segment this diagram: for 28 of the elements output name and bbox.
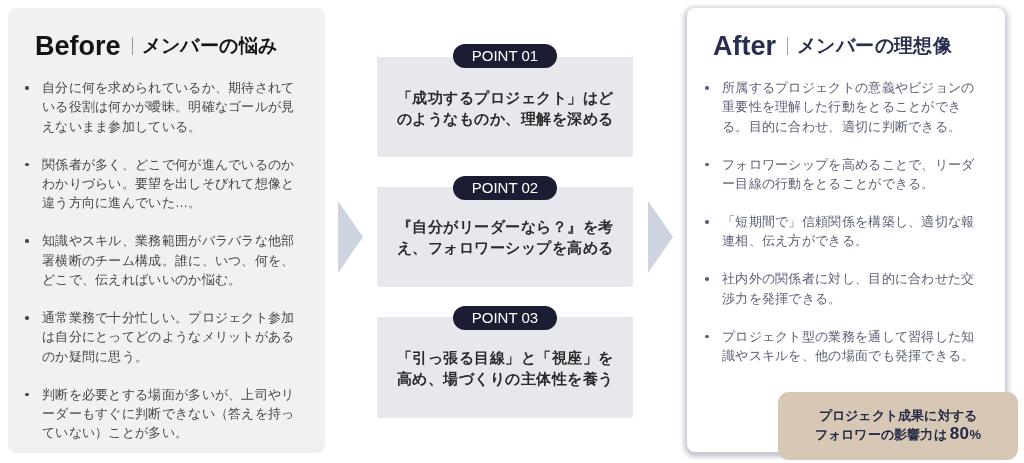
card-panel xyxy=(687,8,1005,452)
point-card xyxy=(377,306,633,418)
bullet-text: 社内外の関係者に対し、目的に合わせた交渉力を発揮できる。 xyxy=(722,270,976,308)
point-card xyxy=(377,176,633,287)
panel-title: After xyxy=(713,30,776,62)
point-text: 『自分がリーダーなら？』を考え、フォロワーシップを高める xyxy=(395,217,615,258)
bullet-text: 判断を必要とする場面が多いが、上司やリーダーもすぐに判断できない（答えを持っていない）ことが多い。 xyxy=(42,385,296,443)
chevron-arrow xyxy=(338,201,363,273)
bullet-text: 「短期間で」信頼関係を構築し、適切な報連相、伝え方ができる。 xyxy=(722,213,976,251)
point-text: 「引っ張る目線」と「視座」を高め、場づくりの主体性を養う xyxy=(395,348,615,389)
bullet-text: 自分に何を求められているか、期待されている役割は何かが曖昧。明確なゴールが見えないまま参加している。 xyxy=(42,79,296,136)
point-badge: POINT 01 xyxy=(453,44,557,68)
stat-card xyxy=(778,392,1018,460)
card-panel xyxy=(8,8,325,453)
bullet-text: 所属するプロジェクトの意義やビジョンの重要性を理解した行動をとることができる。目的に合わせ、適切に判断できる。 xyxy=(722,79,976,136)
bullet-text: 関係者が多く、どこで何が進んでいるのかわかりづらい。要望を出しそびれて想像と違う方向に進んでいた…。 xyxy=(42,155,296,213)
point-badge: POINT 02 xyxy=(453,176,557,200)
panel-subtitle: メンバーの理想像 xyxy=(797,34,953,58)
point-text: 「成功するプロジェクト」はどのようなものか、理解を深める xyxy=(395,88,615,129)
bullet-text: プロジェクト型の業務を通して習得した知識やスキルを、他の場面でも発揮できる。 xyxy=(722,327,976,366)
point-badge: POINT 03 xyxy=(453,306,557,330)
point-card xyxy=(377,44,633,157)
bullet-text: 知識やスキル、業務範囲がバラバラな他部署横断のチーム構成。誰に、いつ、何を、どこで、伝えればいいのか悩む。 xyxy=(42,232,296,289)
panel-title: Before xyxy=(35,30,121,62)
chevron-arrow xyxy=(648,201,673,273)
panel-subtitle: メンバーの悩み xyxy=(141,34,278,58)
bullet-text: 通常業務で十分忙しい。プロジェクト参加は自分にとってどのようなメリットがあるのか疑問に思う。 xyxy=(42,309,296,366)
bullet-text: フォロワーシップを高めることで、リーダー目線の行動をとることができる。 xyxy=(722,155,976,193)
